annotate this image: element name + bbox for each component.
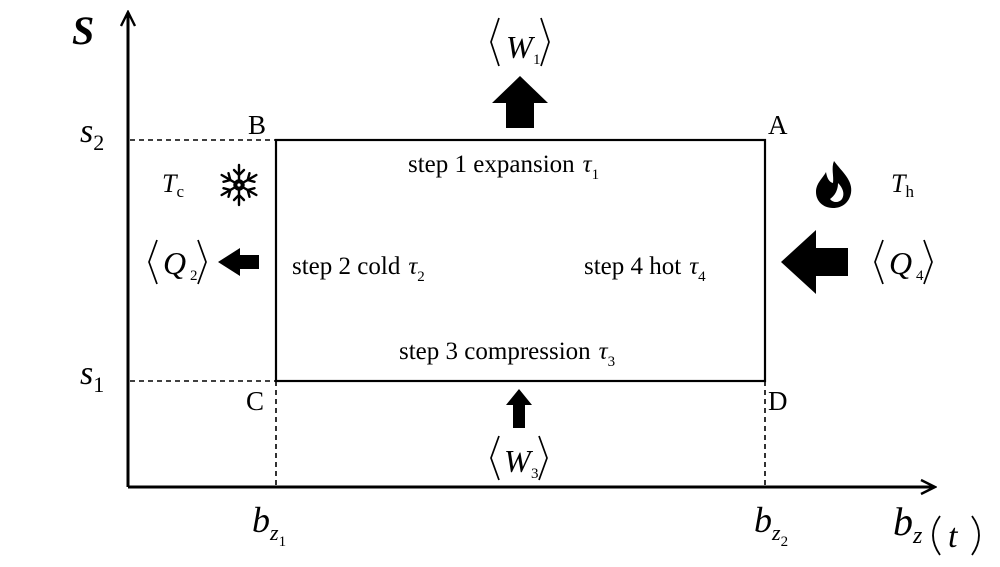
x-axis-label: bz t <box>893 499 980 556</box>
cold-reservoir-label: Tc <box>162 169 184 201</box>
snowflake-icon <box>220 163 258 207</box>
svg-text:Q: Q <box>889 245 912 281</box>
svg-text:bz: bz <box>893 499 923 549</box>
hot-reservoir-label: Th <box>891 169 914 201</box>
corner-label-c: C <box>246 386 264 416</box>
heat-in-arrow-icon <box>781 230 848 294</box>
corner-label-d: D <box>768 386 788 416</box>
y-axis-label: S <box>72 8 94 53</box>
s1-tick-label: s1 <box>80 355 104 397</box>
svg-text:W: W <box>506 29 536 65</box>
heat-q4-label: Q 4 <box>874 239 933 285</box>
heat-out-arrow-icon <box>218 248 259 276</box>
svg-text:3: 3 <box>531 466 539 482</box>
svg-text:4: 4 <box>916 268 924 284</box>
cycle-rectangle <box>274 138 767 383</box>
svg-text:W: W <box>504 443 534 479</box>
flame-icon <box>816 161 852 208</box>
corner-label-b: B <box>248 110 266 140</box>
work-out-arrow-icon <box>492 76 548 128</box>
svg-text:2: 2 <box>190 268 198 284</box>
heat-q2-label: Q 2 <box>148 239 207 285</box>
svg-text:1: 1 <box>533 52 541 68</box>
work-in-arrow-icon <box>506 389 532 428</box>
work-w3-label: W 3 <box>490 435 548 482</box>
s2-tick-label: s2 <box>80 113 104 155</box>
corner-label-a: A <box>768 110 788 140</box>
svg-text:t: t <box>948 518 959 555</box>
svg-text:Q: Q <box>163 245 186 281</box>
bz2-tick-label: bz2 <box>754 500 788 550</box>
work-w1-label: W 1 <box>490 17 550 68</box>
bz1-tick-label: bz1 <box>252 500 286 550</box>
